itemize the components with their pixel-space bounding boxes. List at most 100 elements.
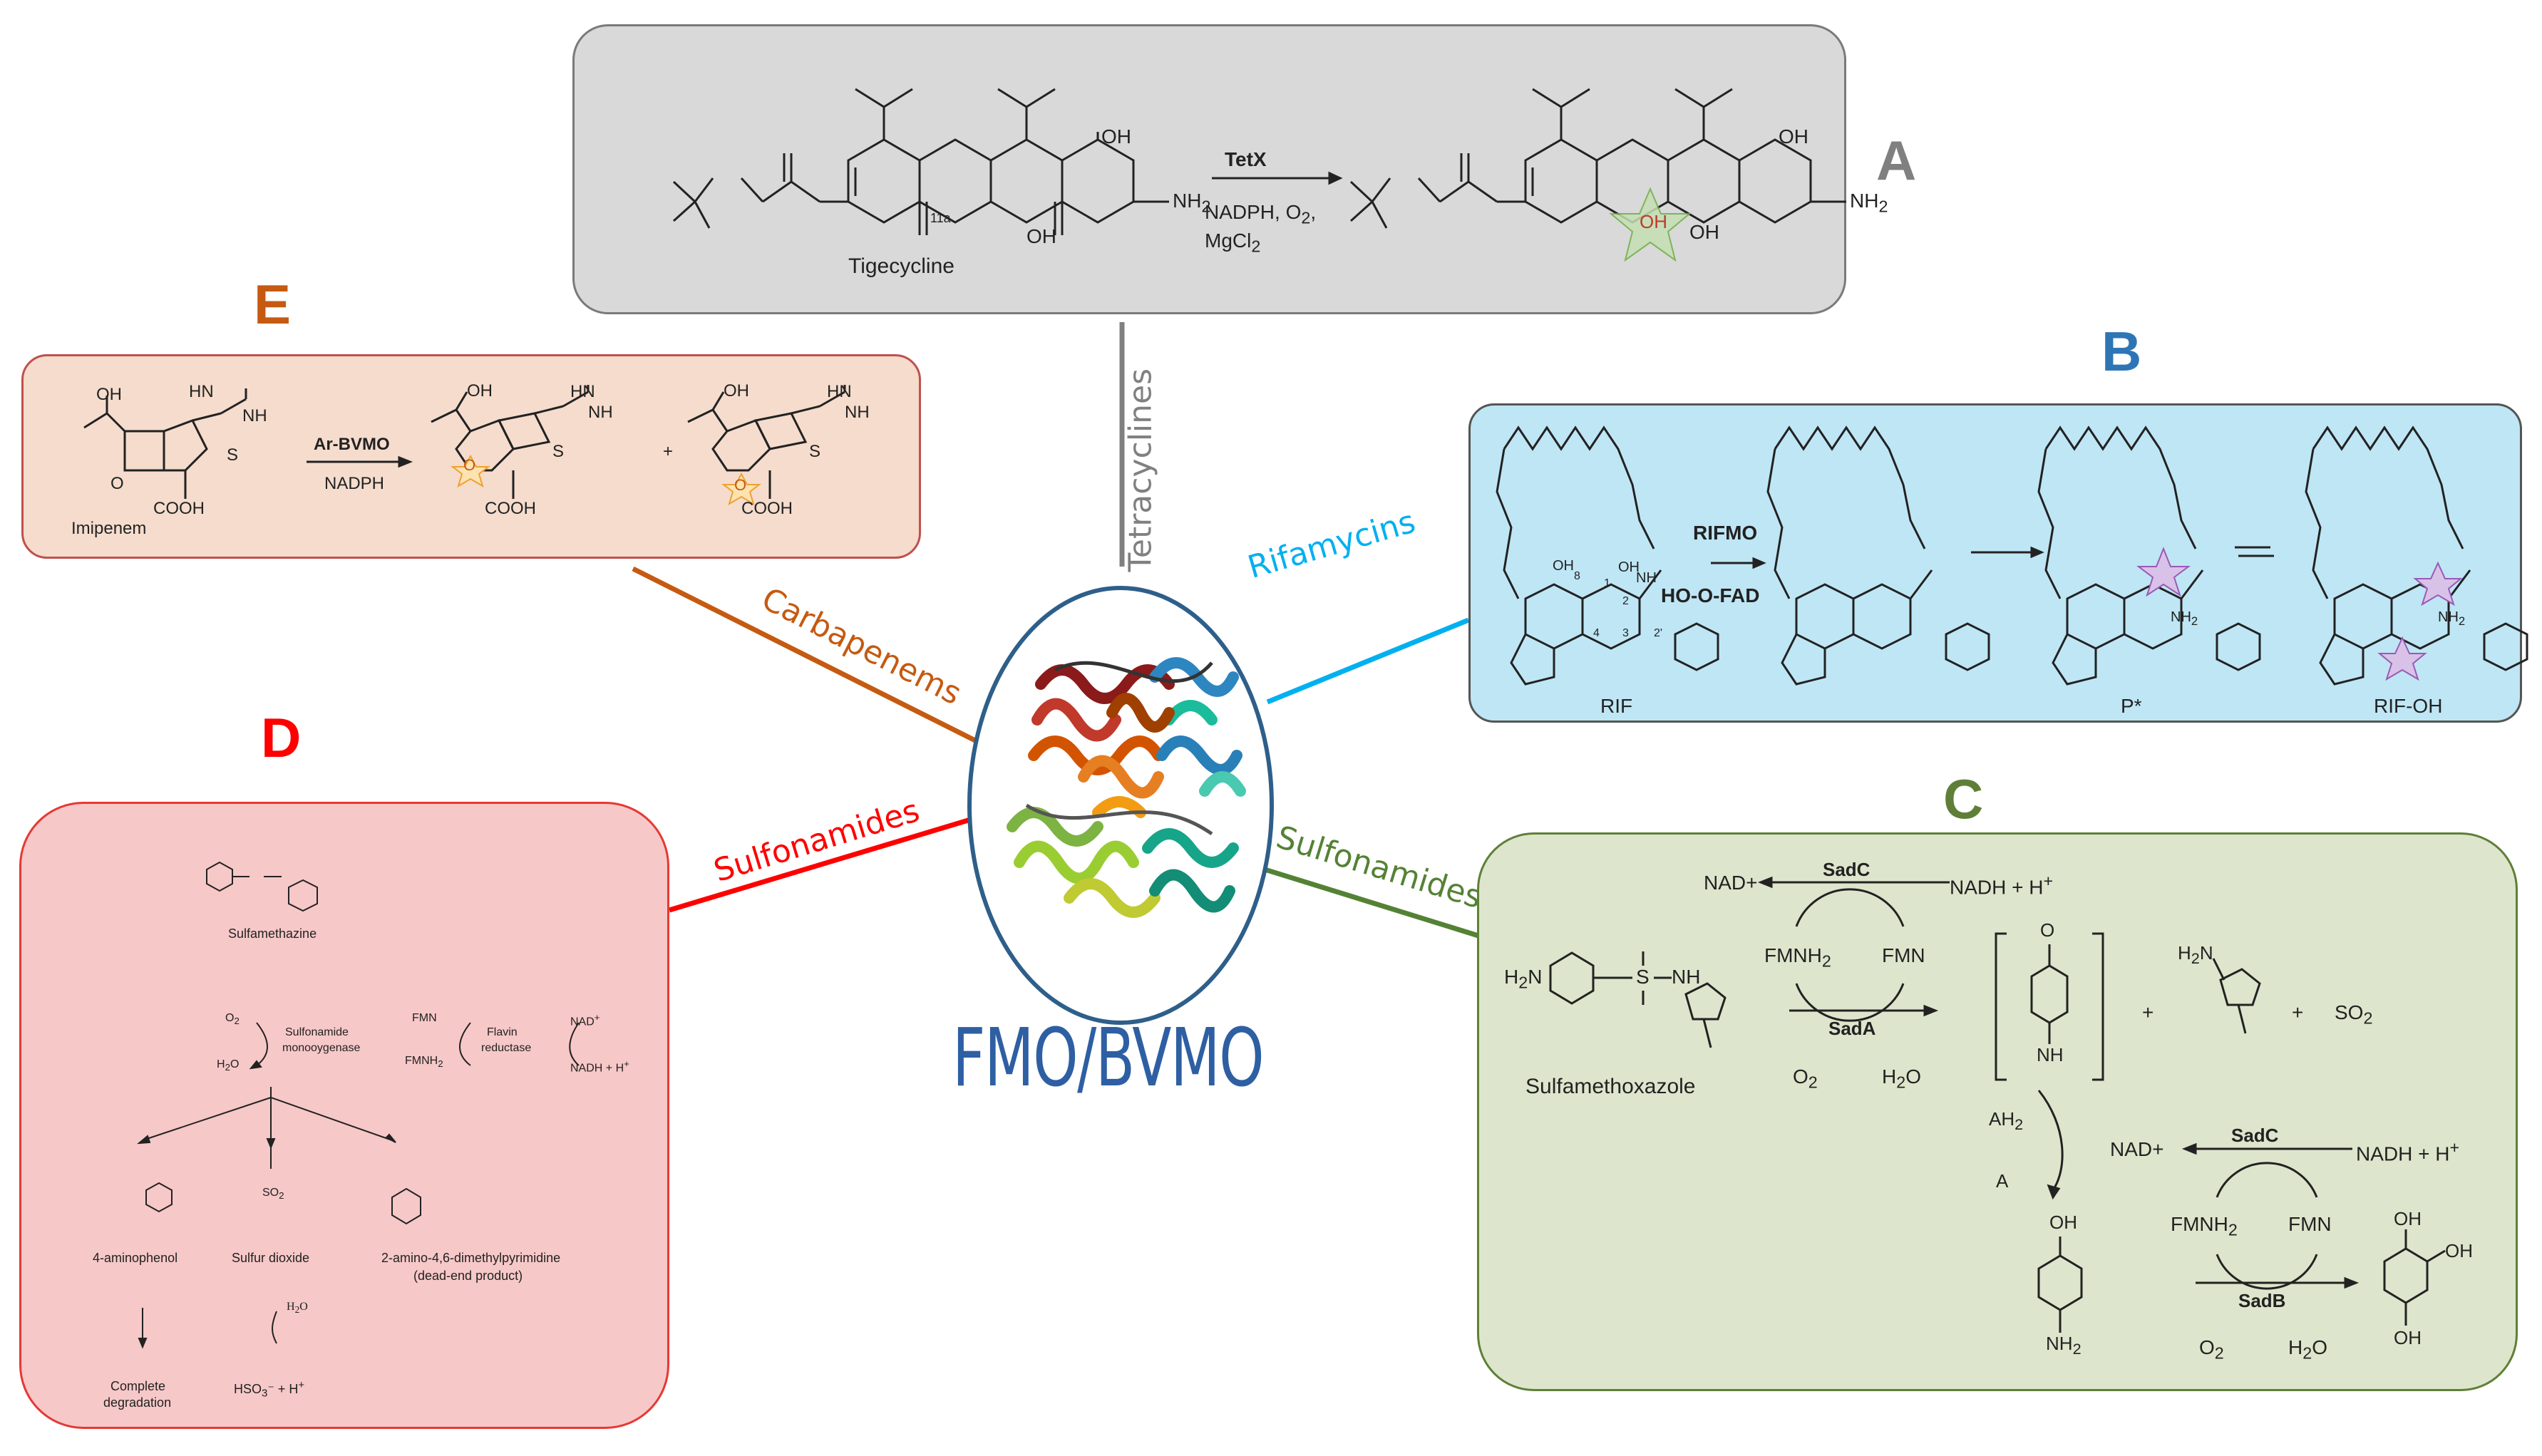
c-h2o-2: H2O [2288,1336,2327,1363]
a-product-oh: OH [1640,211,1667,232]
tetx-enzyme-label: TetX [1225,148,1267,170]
a-oh-1: OH [1101,125,1131,148]
rifmo-enzyme-label: RIFMO [1693,522,1758,544]
b-num-1: 1 [1604,577,1610,589]
d-reductase-1: Flavin [487,1026,518,1038]
edge-line-sulfonamides-c [1259,865,1480,939]
panel-d-sulfonamide-monooxygenase [19,802,669,1429]
sulfamethoxazole-label: Sulfamethoxazole [1525,1075,1696,1098]
edge-line-rifamycins [1266,617,1470,705]
c-o2-1: O2 [1793,1065,1818,1092]
c-a: A [1996,1170,2009,1192]
a-oh-3: OH [1779,125,1808,148]
rif-label: RIF [1600,695,1633,717]
d-product-3-line2: (dead-end product) [413,1269,523,1283]
b-num-2p: 2' [1654,627,1662,639]
e-plus: + [663,442,674,461]
c-oh-catechol-2: OH [2445,1240,2473,1261]
d-product-1: 4-aminophenol [93,1251,178,1265]
b-oh-1: OH [1553,558,1574,574]
e-nh-1: NH [242,406,267,425]
d-so2: SO2 [262,1187,284,1202]
d-enzyme-1: Sulfonamide [285,1026,349,1038]
e-nh-3: NH [845,403,870,422]
c-nadh-2: NADH + H+ [2356,1138,2460,1165]
c-nh2-aminophenol: NH2 [2046,1333,2082,1358]
d-fmn: FMN [412,1012,437,1024]
a-oh-2: OH [1026,225,1056,247]
e-nadph: NADPH [324,474,385,493]
c-nadh-1: NADH + H+ [1950,872,2054,899]
e-s-2: S [552,442,565,461]
d-h2o-right: H2O [287,1301,308,1316]
d-reductase-2: reductase [481,1042,532,1054]
sulfamethazine-label: Sulfamethazine [228,926,317,941]
panel-letter-c: C [1943,768,1984,830]
sadc-label-1: SadC [1823,859,1871,880]
ar-bvmo-label: Ar-BVMO [314,435,390,454]
d-nad: NAD+ [570,1012,600,1028]
e-s-3: S [809,442,821,461]
c-plus-1: + [2142,1001,2154,1023]
d-end-2: degradation [103,1395,172,1410]
e-s-1: S [227,445,239,465]
c-nad-2: NAD+ [2110,1138,2164,1160]
e-oh-3: OH [724,381,749,401]
e-hn-3: HN [827,382,852,401]
c-fmnh2-2: FMNH2 [2171,1213,2238,1239]
b-nh2-1: NH2 [2171,609,2198,628]
c-oh-catechol-3: OH [2394,1327,2422,1348]
c-fmn-1: FMN [1882,944,1925,966]
e-oh-2: OH [467,381,493,401]
c-ah2: AH2 [1989,1108,2024,1134]
p-star-label: P* [2121,695,2142,717]
ho-o-fad-label: HO-O-FAD [1661,584,1760,606]
e-nh-2: NH [588,403,613,422]
e-o-inserted-2: O [734,476,747,494]
e-cooh-1: COOH [153,499,205,518]
a-nh2-2: NH2 [1850,190,1888,216]
b-num-3: 3 [1622,627,1629,639]
e-oh-1: OH [96,385,122,404]
d-hso3: HSO3⁻ + H+ [234,1379,305,1400]
panel-c-sad [1477,832,2518,1391]
c-oh-catechol-1: OH [2394,1208,2422,1229]
c-h2o-1: H2O [1882,1065,1921,1092]
b-oh-2: OH [1618,559,1640,575]
tigecycline-label: Tigecycline [848,254,954,278]
edge-line-sulfonamides-d [668,815,977,913]
e-hn-2: HN [570,382,595,401]
panel-letter-b: B [2101,320,2142,383]
edge-line-carbapenems [632,566,981,745]
d-nadh: NADH + H+ [570,1058,629,1075]
d-fmnh2: FMNH2 [405,1055,443,1070]
c-h2n-2: H2N [2178,942,2213,968]
b-num-8: 8 [1574,570,1580,582]
rif-oh-label: RIF-OH [2374,695,2443,717]
sadb-label: SadB [2238,1290,2286,1311]
sada-label: SadA [1828,1018,1876,1039]
center-label: FMO/BVMO [952,1012,1265,1105]
e-o-1: O [110,474,124,493]
c-so2: SO2 [2335,1001,2373,1028]
e-cooh-3: COOH [741,499,793,518]
b-nh: NH [1636,570,1657,586]
b-num-2: 2 [1622,595,1629,607]
c-fmnh2-1: FMNH2 [1764,944,1831,971]
c-oh-aminophenol: OH [2049,1212,2077,1233]
c-nad-1: NAD+ [1704,872,1758,894]
panel-letter-a: A [1876,129,1917,192]
tetx-conditions-2: MgCl2 [1205,229,1261,256]
d-product-3-line1: 2-amino-4,6-dimethylpyrimidine [381,1251,561,1265]
a-11a: 11a [930,211,951,225]
c-nh-1: NH [1672,966,1701,988]
c-o2-2: O2 [2199,1336,2224,1363]
b-num-4: 4 [1593,627,1600,639]
a-oh-4: OH [1689,221,1719,243]
